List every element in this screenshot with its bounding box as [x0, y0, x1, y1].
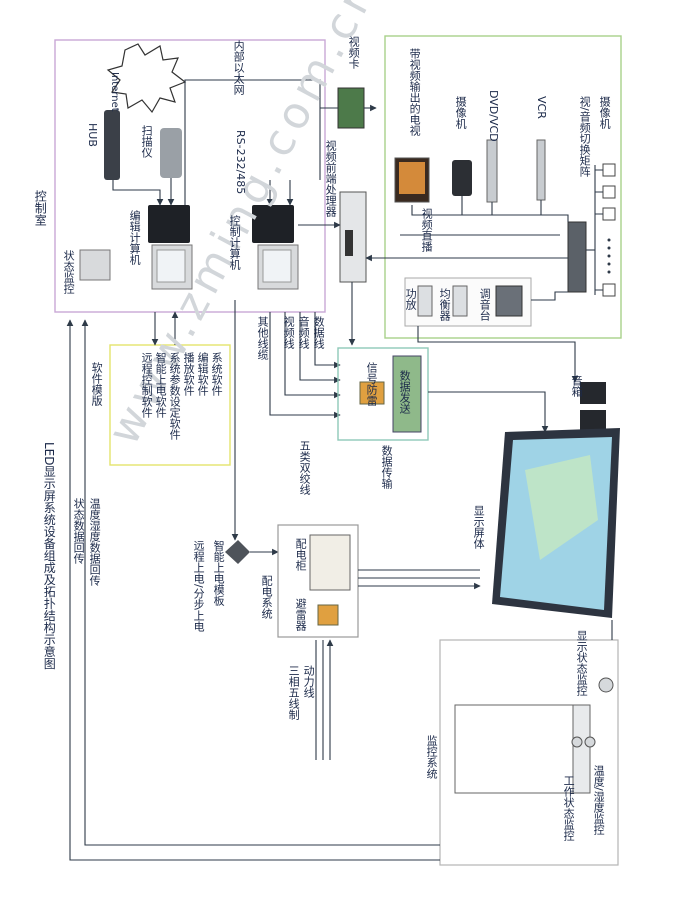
work-monitor-label: 工作状态监控 [562, 775, 576, 841]
speaker-label: 音箱 [570, 375, 584, 397]
display-status-label: 显示状态监控 [575, 630, 589, 696]
speaker-1 [580, 382, 606, 404]
software-item-6: 远程控制软件 [140, 352, 154, 418]
amplifier-label: 功放 [404, 288, 418, 310]
power-cabinet [309, 534, 351, 591]
tv-direct-label: 视频直播 [420, 208, 434, 252]
smart-power-board [225, 540, 250, 564]
camera-label: 摄像机 [598, 96, 612, 129]
cabinet-label: 配电柜 [294, 538, 308, 571]
video-card [337, 87, 365, 129]
scanner-label: 扫描仪 [140, 125, 154, 158]
display-label: 显示屏体 [472, 505, 486, 549]
av-matrix [567, 221, 587, 293]
transmission-label: 数据传输 [380, 445, 394, 489]
feedback-label-1: 温度湿度数据回传 [88, 498, 102, 586]
equalizer-label: 均衡器 [438, 288, 452, 321]
data-sender-board [392, 355, 422, 433]
matrix-label: 视/音频切换矩阵 [578, 96, 592, 177]
monitor-system-label: 监控系统 [425, 735, 439, 779]
temp-sensor [571, 736, 583, 748]
video-cable-label: 视频线 [282, 316, 296, 349]
control-pc-tower [252, 205, 294, 243]
vcr-device [536, 139, 546, 201]
video-processor-label: 视频前端处理器 [324, 140, 338, 217]
software-item-2: 编辑软件 [196, 352, 210, 396]
camcorder-device [452, 160, 472, 196]
vcr-label: VCR [535, 96, 549, 119]
mixer-device [495, 285, 523, 317]
scanner-device [160, 128, 182, 178]
software-box [109, 344, 231, 466]
control-room-box [54, 39, 326, 313]
internet-cloud [106, 43, 187, 114]
hub-device [104, 110, 120, 180]
edit-pc-tower [148, 205, 190, 243]
camera-column [602, 163, 616, 297]
status-camera [598, 677, 614, 693]
ethernet-label: 内部以太网 [232, 40, 246, 95]
breaker-device [317, 604, 339, 626]
breaker-label: 避雷器 [294, 598, 308, 631]
monitor-panel [454, 704, 591, 794]
status-monitor-screen [79, 249, 111, 281]
lightning-label: 信号防雷 [365, 362, 379, 406]
power-line-2: 三相五线制 [287, 665, 301, 720]
mixer-label: 调音台 [478, 288, 492, 321]
data-sender-label: 数据发送 [398, 370, 412, 414]
status-monitor-label: 状态监控 [62, 250, 76, 294]
software-item-3: 播放软件 [182, 352, 196, 396]
software-item-1: 系统软件 [210, 352, 224, 396]
audio-cable-label: 音频线 [297, 316, 311, 349]
software-item-5: 智能上电软件 [154, 352, 168, 418]
feedback-label-2: 状态数据回传 [72, 498, 86, 564]
edit-pc-label: 编辑计算机 [128, 210, 142, 265]
dvd-label: DVD/VCD [487, 90, 501, 142]
cable-tv-label: 带视频输出的电视 [408, 48, 422, 136]
video-card-label: 视频卡 [347, 36, 361, 69]
control-pc-label: 控制计算机 [228, 215, 242, 270]
diagram-caption: LED显示屏系统设备组成及拓扑结构示意图 [42, 442, 57, 670]
hub-label: HUB [86, 123, 100, 147]
power-system-label: 配电系统 [260, 575, 274, 619]
rs232-label: RS-232/485 [234, 130, 248, 195]
source-box [384, 35, 622, 339]
dvd-device [486, 139, 498, 203]
smart-power-label: 智能上电模板 [212, 540, 226, 606]
equalizer-device [452, 285, 468, 317]
temp-monitor-label: 温度/湿度监控 [592, 765, 606, 835]
camcorder-label: 摄像机 [454, 96, 468, 129]
software-item-4: 系统参数设定软件 [168, 352, 182, 440]
internet-label: Internet [109, 72, 120, 112]
power-line-1: 动力线 [302, 665, 316, 698]
lightning-device [359, 381, 385, 405]
other-cable-label: 其他线缆 [256, 316, 270, 360]
amplifier-device [417, 285, 433, 317]
software-module-label: 软件模版 [90, 362, 104, 406]
signal-box [337, 347, 429, 441]
data-cable-label: 数据线 [312, 316, 326, 349]
power-box [277, 524, 359, 638]
twisted-pair-label: 五类双绞线 [298, 440, 312, 495]
speaker-2 [580, 410, 606, 432]
remote-power-label: 远程上电/分步上电 [192, 540, 206, 632]
control-room-title: 控制室 [33, 190, 48, 226]
monitor-box [439, 639, 619, 866]
work-sensor [584, 736, 596, 748]
